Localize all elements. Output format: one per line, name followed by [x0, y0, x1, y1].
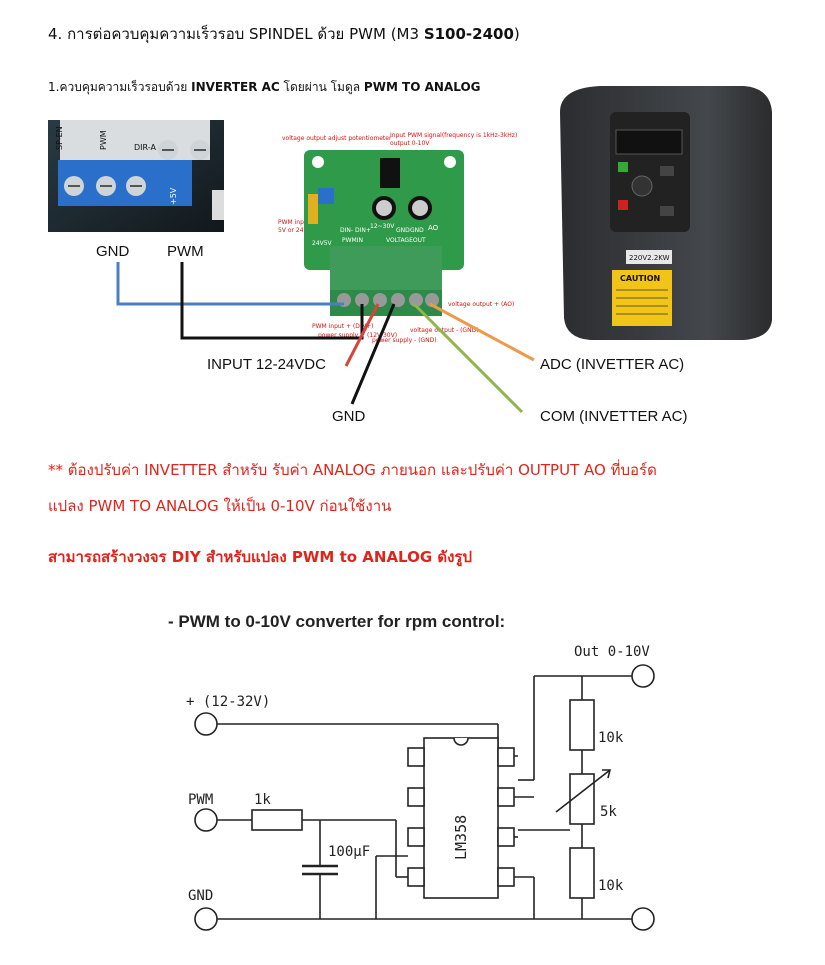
wire-pwm-black	[180, 262, 364, 340]
resistor-1k	[251, 809, 303, 831]
ic-lm358	[423, 737, 499, 899]
label-gnd-top: GND	[96, 243, 130, 260]
board-silk-vout: VOLTAGEOUT	[386, 237, 426, 244]
controller-label-5v: +5V	[169, 187, 178, 205]
subheading-bold-inverter: INVERTER AC	[191, 80, 280, 94]
wire-input-red	[344, 303, 380, 367]
subheading-prefix: 1.ควบคุมความเร็วรอบด้วย	[48, 80, 192, 94]
terminal-gnd-out	[631, 907, 655, 931]
board-label-power-minus: power supply - (GND)	[372, 337, 437, 344]
inverter-photo: 220V2.2KW CAUTION	[560, 86, 772, 340]
controller-label-dir: DIR-A	[134, 143, 156, 152]
inverter-rating: 220V2.2KW	[629, 254, 670, 262]
board-label-vout-minus: voltage output - (GND)	[410, 327, 479, 334]
resistor-10k-bottom	[569, 847, 595, 899]
subheading-middle: โดยผ่าน โมดูล	[279, 80, 364, 94]
wire-gnd-black	[350, 303, 396, 405]
board-silk-ao: AO	[428, 224, 439, 232]
subheading-bold-module: PWM TO ANALOG	[363, 80, 481, 94]
board-label-supply-range: 5V or 24V	[278, 227, 309, 234]
board-label-vout-plus: voltage output + (AO)	[448, 301, 514, 308]
label-r-bottom: 10k	[598, 878, 624, 894]
terminal-gnd	[194, 907, 218, 931]
inverter-caution: CAUTION	[620, 274, 660, 283]
board-label-power-plus: power supply + (12V-30V)	[318, 332, 397, 339]
label-input-voltage: INPUT 12-24VDC	[207, 356, 326, 373]
label-r1: 1k	[254, 792, 271, 808]
board-label-pot: voltage output adjust potentiometer	[282, 135, 392, 142]
schematic-title: - PWM to 0-10V converter for rpm control…	[168, 612, 506, 631]
terminal-out	[631, 664, 655, 688]
section-heading: 4. การต่อควบคุมความเร็วรอบ SPINDEL ด้วย …	[48, 22, 520, 46]
board-silk-din: DIN- DIN+	[340, 227, 371, 234]
heading-suffix: )	[513, 25, 520, 43]
label-ic: LM358	[452, 815, 470, 860]
board-silk-gnd: GND	[396, 227, 410, 234]
terminal-pwm	[194, 808, 218, 832]
board-label-out-range: output 0-10V	[390, 140, 430, 147]
board-silk-range: 12~30V	[370, 223, 395, 230]
board-label-pwm-signal: Input PWM signal(frequency is 1kHz-3kHz)	[390, 132, 517, 139]
label-gnd: GND	[188, 888, 213, 904]
subheading: 1.ควบคุมความเร็วรอบด้วย INVERTER AC โดยผ…	[48, 78, 481, 97]
terminal-supply	[194, 712, 218, 736]
note-line-2: แปลง PWM TO ANALOG ให้เป็น 0-10V ก่อนใช้…	[48, 497, 392, 515]
wiring-illustration: SP-EN PWM DIR-A +5V voltage output adjus…	[48, 86, 772, 414]
note-line-1: ** ต้องปรับค่า INVETTER สำหรับ รับค่า AN…	[48, 461, 657, 479]
resistor-10k-top	[569, 699, 595, 751]
controller-label-pwm: PWM	[99, 130, 108, 150]
label-pot: 5k	[600, 804, 617, 820]
note-diy: สามารถสร้างวงจร DIY สำหรับแปลง PWM to AN…	[48, 548, 472, 566]
label-out: Out 0-10V	[574, 644, 650, 660]
board-silk-gnd-2: GND	[410, 227, 424, 234]
label-pwm: PWM	[188, 792, 213, 808]
board-silk-pwmin: PWMIN	[342, 237, 363, 244]
label-r-top: 10k	[598, 730, 624, 746]
wire-adc-orange	[429, 302, 535, 362]
controller-label-sp-en: SP-EN	[55, 126, 64, 150]
controller-board-photo: SP-EN PWM DIR-A +5V	[48, 120, 224, 232]
board-silk-volt: 24V5V	[312, 240, 333, 247]
schematic-diagram: Out 0-10V + (12-32V) PWM GND 1k 100µF LM…	[186, 644, 655, 931]
label-supply: + (12-32V)	[186, 694, 270, 710]
label-com: COM (INVETTER AC)	[540, 408, 688, 425]
board-label-pwm-input-plus: PWM input + (DIN+)	[312, 323, 374, 330]
heading-prefix: 4. การต่อควบคุมความเร็วรอบ SPINDEL ด้วย …	[48, 25, 424, 43]
heading-bold: S100-2400	[423, 25, 514, 43]
label-pwm-top: PWM	[167, 243, 204, 260]
label-gnd-bottom: GND	[332, 408, 366, 425]
label-cap: 100µF	[328, 844, 370, 860]
label-adc: ADC (INVETTER AC)	[540, 356, 685, 373]
pwm-to-analog-module: voltage output adjust potentiometer Inpu…	[278, 132, 517, 344]
wire-com-green	[412, 302, 524, 414]
wire-gnd-blue	[116, 262, 344, 306]
